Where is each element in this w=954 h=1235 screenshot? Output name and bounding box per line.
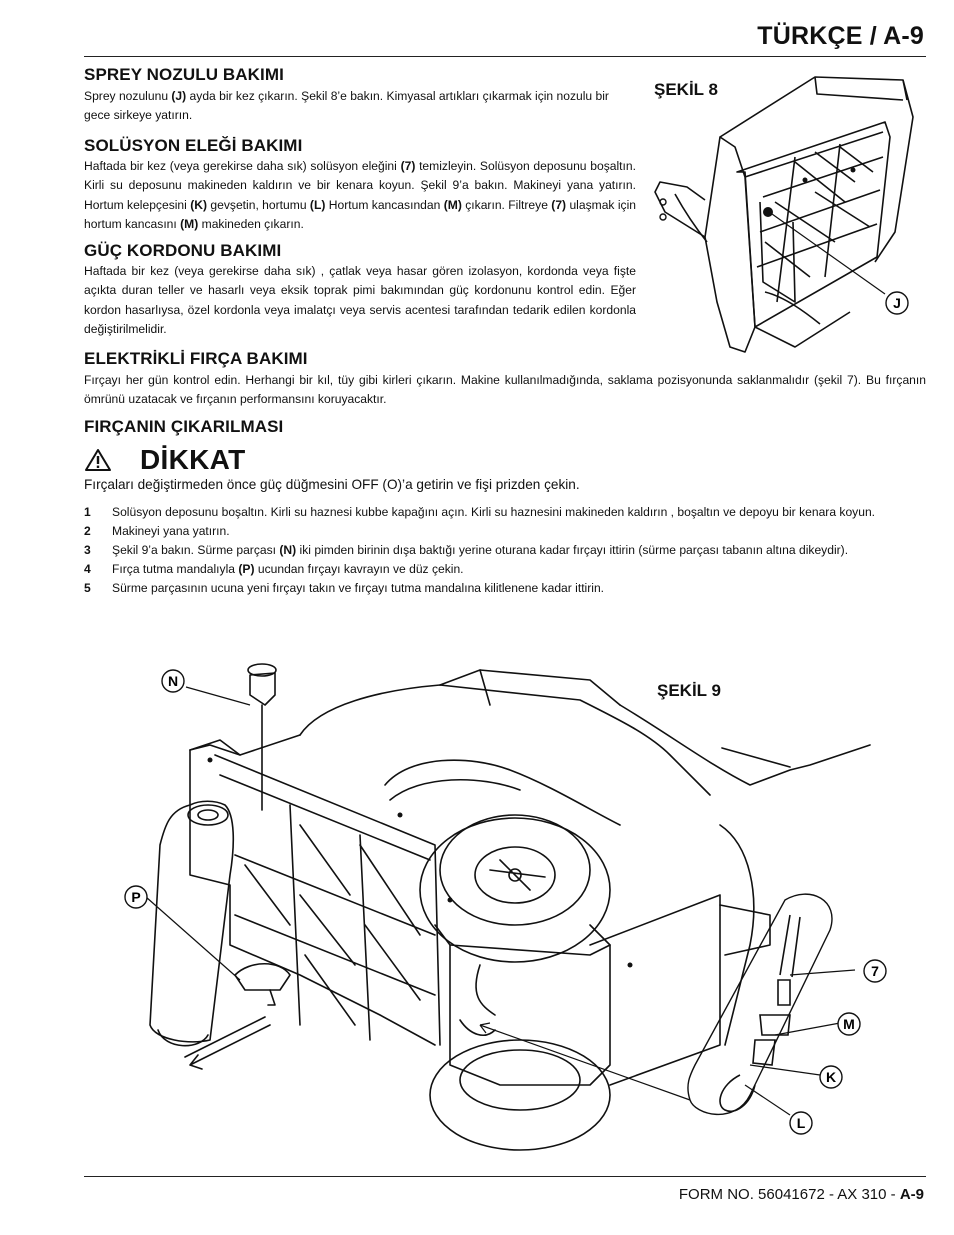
svg-text:7: 7 [871,963,879,979]
section-title-filter: SOLÜSYON ELEĞİ BAKIMI [84,136,303,155]
callout-N: N [161,669,185,693]
figure-8-illustration [654,76,914,353]
callout-J: J [885,291,909,315]
figure-9-label: ŞEKİL 9 [657,681,721,700]
page-header-title: TÜRKÇE / A-9 [757,22,924,50]
figure-9-illustration [145,663,871,1151]
section-title-spray: SPREY NOZULU BAKIMI [84,65,284,84]
section-text-cord: Haftada bir kez (veya gerekirse daha sık… [84,264,636,336]
section-title-removal: FIRÇANIN ÇIKARILMASI [84,417,284,436]
warning-triangle-icon [85,449,111,471]
section-title-cord: GÜÇ KORDONU BAKIMI [84,241,282,260]
svg-text:J: J [893,295,901,311]
callout-7: 7 [863,959,887,983]
section-title-brush: ELEKTRİKLİ FIRÇA BAKIMI [84,349,308,368]
warning-block: DİKKAT [84,444,246,476]
callout-L: L [789,1111,813,1135]
figure-8-label: ŞEKİL 8 [654,80,718,99]
warning-text: Fırçaları değiştirmeden önce güç düğmesi… [84,477,580,492]
callout-K: K [819,1065,843,1089]
svg-text:K: K [826,1069,836,1085]
warning-title: DİKKAT [140,444,246,475]
section-text-brush: Fırçayı her gün kontrol edin. Herhangi b… [84,373,926,407]
callout-P: P [124,885,148,909]
header-rule [84,56,926,57]
section-text-filter: Haftada bir kez (veya gerekirse daha sık… [84,159,637,231]
section-text-spray: Sprey nozulunu (J) ayda bir kez çıkarın.… [84,89,609,123]
footer-rule [84,1176,926,1177]
svg-text:P: P [131,889,140,905]
callout-M: M [837,1012,861,1036]
svg-text:N: N [168,673,178,689]
svg-text:M: M [843,1016,855,1032]
footer-form-number: FORM NO. 56041672 - AX 310 - A-9 [678,1186,924,1203]
svg-text:L: L [797,1115,806,1131]
